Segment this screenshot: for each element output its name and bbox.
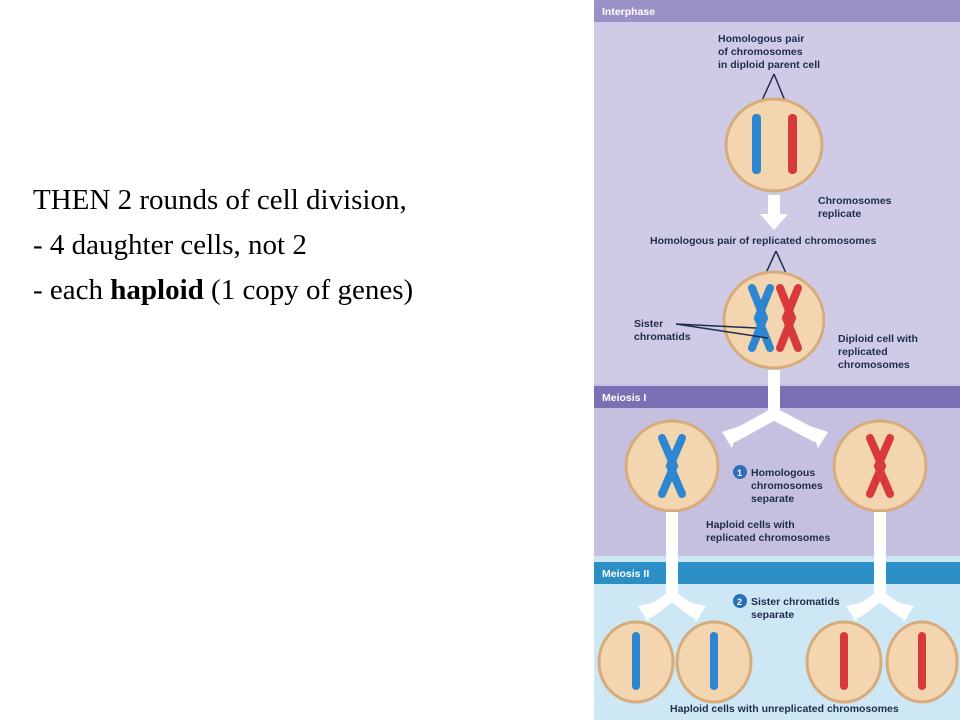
meiosis1-split-arrow (722, 370, 828, 448)
step1-badge (733, 465, 747, 479)
label-haploid-rep-1: Haploid cells with (706, 519, 795, 531)
meiosis1-header: Meiosis I (602, 392, 646, 404)
text-line-3: - each haploid (1 copy of genes) (33, 268, 413, 313)
haploid-cell-2 (675, 620, 753, 704)
step1-number: 1 (737, 468, 742, 478)
label-step1-1: Homologous (751, 467, 815, 479)
step2-badge (733, 594, 747, 608)
text-line-3-prefix: - each (33, 274, 111, 306)
interphase-header-bar (594, 0, 960, 22)
label-homologous-pair-3: in diploid parent cell (718, 59, 820, 71)
text-line-1: THEN 2 rounds of cell division, (33, 184, 407, 216)
haploid-cell-4 (885, 620, 959, 704)
replicate-arrow (760, 195, 788, 230)
label-step1-2: chromosomes (751, 480, 823, 492)
meiosis2-arrow-left (638, 512, 706, 622)
label-homologous-pair-2: of chromosomes (718, 46, 803, 58)
text-line-2: - 4 daughter cells, not 2 (33, 229, 307, 261)
label-step1-3: separate (751, 493, 794, 505)
haploid-cell-1 (597, 620, 675, 704)
meiosis1-cell-blue (624, 419, 720, 513)
haploid-emphasis: haploid (110, 274, 204, 306)
slide-text-block: THEN 2 rounds of cell division, - 4 daug… (33, 178, 413, 313)
label-chromosomes-replicate-2: replicate (818, 208, 861, 220)
meiosis1-cell-red (832, 419, 928, 513)
label-haploid-rep-2: replicated chromosomes (706, 532, 830, 544)
step2-number: 2 (737, 597, 742, 607)
label-diploid-1: Diploid cell with (838, 333, 918, 345)
meiosis2-header: Meiosis II (602, 568, 649, 580)
label-chromosomes-replicate-1: Chromosomes (818, 195, 892, 207)
label-sister-1: Sister (634, 318, 663, 330)
label-step2-2: separate (751, 609, 794, 621)
label-homologous-pair-1: Homologous pair (718, 33, 804, 45)
interphase-header: Interphase (602, 6, 655, 18)
pointer-sister-2 (675, 323, 769, 339)
label-haploid-unreplicated: Haploid cells with unreplicated chromoso… (670, 703, 899, 715)
meiosis2-arrow-right (846, 512, 914, 622)
diploid-replicated-cell (722, 270, 826, 370)
diploid-parent-cell (724, 97, 824, 193)
label-diploid-2: replicated (838, 346, 888, 358)
meiosis2-header-bar (594, 562, 960, 584)
text-line-3-suffix: (1 copy of genes) (203, 274, 414, 306)
label-step2-1: Sister chromatids (751, 596, 840, 608)
label-homologous-replicated: Homologous pair of replicated chromosome… (650, 235, 877, 247)
label-diploid-3: chromosomes (838, 359, 910, 371)
meiosis-diagram: Interphase Meiosis I Meiosis II Homologo… (594, 0, 960, 720)
pointer-sister-1 (675, 323, 757, 329)
label-sister-2: chromatids (634, 331, 691, 343)
haploid-cell-3 (805, 620, 883, 704)
